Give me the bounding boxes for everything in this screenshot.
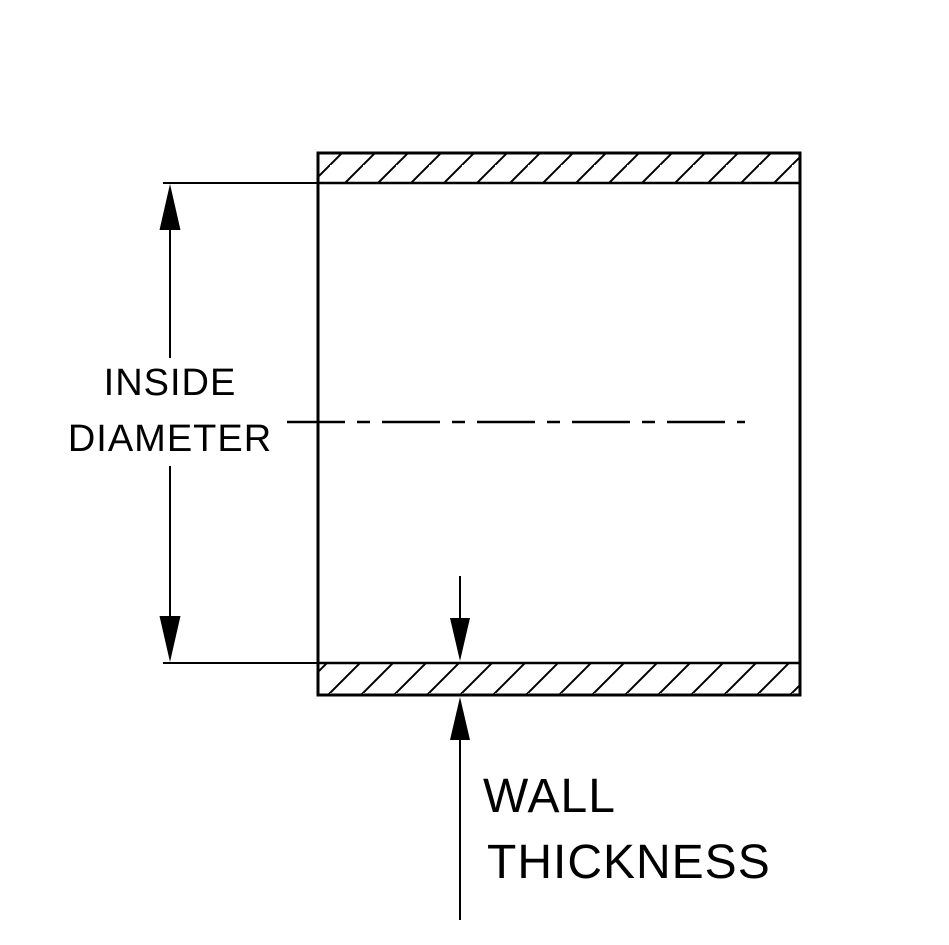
arrow-up-icon: [159, 184, 181, 230]
top-wall-hatched-band: [316, 151, 802, 185]
inside-diameter-label-line2: DIAMETER: [68, 418, 272, 460]
inside-diameter-dimension: INSIDE DIAMETER: [68, 182, 318, 664]
wall-thickness-label-line2: THICKNESS: [487, 836, 771, 889]
arrow-down-icon: [159, 616, 181, 662]
arrow-down-icon: [450, 618, 470, 661]
arrow-up-icon: [450, 697, 470, 740]
tube-outline: [316, 151, 802, 697]
bottom-wall-hatched-band: [316, 661, 802, 697]
wall-thickness-label-line1: WALL: [483, 770, 616, 823]
inside-diameter-label-line1: INSIDE: [104, 362, 237, 404]
wall-thickness-dimension: WALL THICKNESS: [450, 576, 771, 920]
